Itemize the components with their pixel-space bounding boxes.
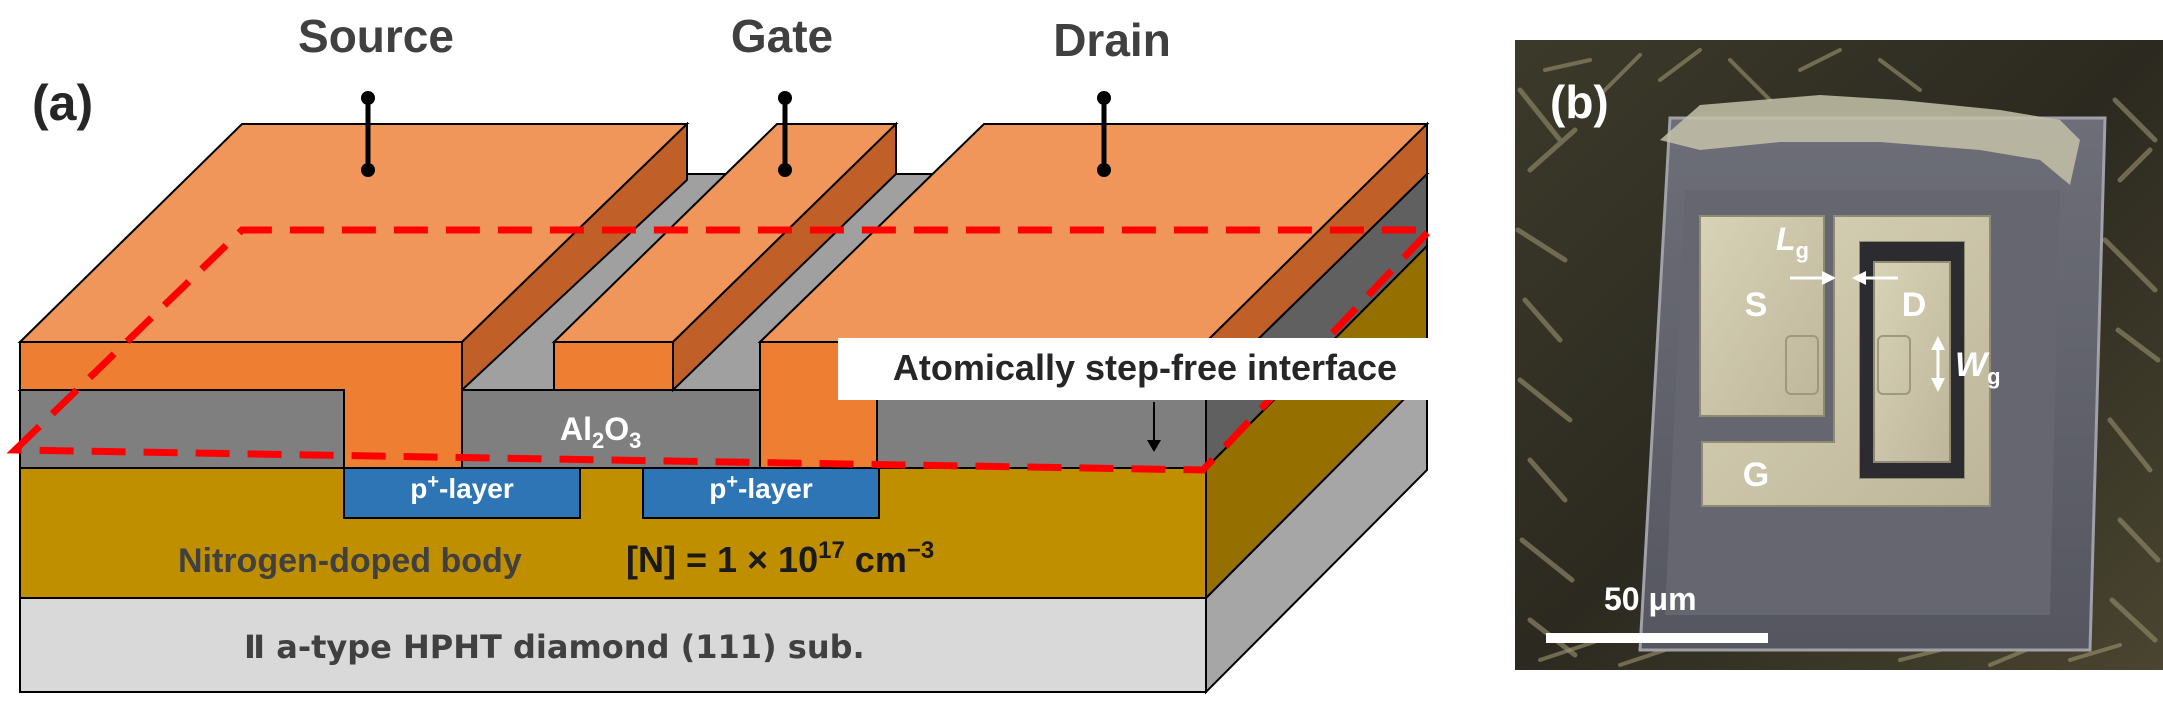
drain-window	[1877, 335, 1911, 395]
oxide-front-left	[19, 389, 345, 469]
body-label: Nitrogen-doped body	[178, 542, 522, 580]
doping-label: [N] = 1 × 1017 cm−3	[626, 537, 934, 580]
drain-terminal-label: Drain	[1053, 14, 1171, 66]
gate-front	[553, 341, 674, 391]
source-pad	[1699, 215, 1825, 417]
source-pin	[361, 91, 375, 177]
oxide-label: Al2O3	[560, 411, 641, 453]
oxide-front-right	[876, 389, 1207, 469]
interface-pointer-head	[1147, 440, 1161, 452]
source-pad-label: S	[1745, 286, 1768, 324]
scale-bar	[1546, 633, 1768, 643]
substrate-front	[19, 597, 1207, 693]
p-layer-right-label: p+-layer	[709, 471, 813, 504]
gate-width-label: Wg	[1955, 346, 2001, 389]
substrate-label: Ⅱ a-type HPHT diamond (111) sub.	[244, 628, 865, 666]
scale-bar-label: 50 μm	[1604, 581, 1697, 617]
source-front	[19, 341, 463, 469]
panel-a-label: (a)	[32, 75, 93, 131]
drain-pad-label: D	[1902, 286, 1927, 324]
mesa-edge-debris	[1660, 95, 2080, 185]
panel-b-micrograph: (b) S D G Lg Wg 50 μm	[1515, 40, 2163, 670]
interface-highlight	[6, 226, 1439, 474]
gate-length-label: Lg	[1776, 221, 1809, 263]
panel-b-label: (b)	[1550, 76, 1609, 128]
gate-width-arrow	[1931, 336, 1945, 392]
source-window	[1785, 335, 1819, 395]
gate-terminal-label: Gate	[731, 10, 833, 62]
source-terminal-label: Source	[298, 10, 454, 62]
interface-label-box	[838, 338, 1452, 400]
gate-pin	[778, 91, 792, 177]
drain-pin	[1097, 91, 1111, 177]
panel-a-device-schematic: Atomically step-free interface Source Ga…	[6, 10, 1452, 695]
p-layer-left-label: p+-layer	[410, 471, 514, 504]
gate-pad-label: G	[1743, 456, 1769, 494]
gate-length-arrows	[1790, 271, 1898, 285]
crystal-texture	[1515, 48, 2161, 667]
interface-label: Atomically step-free interface	[893, 347, 1397, 388]
body-front	[19, 467, 1207, 599]
p-layer-right	[642, 467, 880, 519]
